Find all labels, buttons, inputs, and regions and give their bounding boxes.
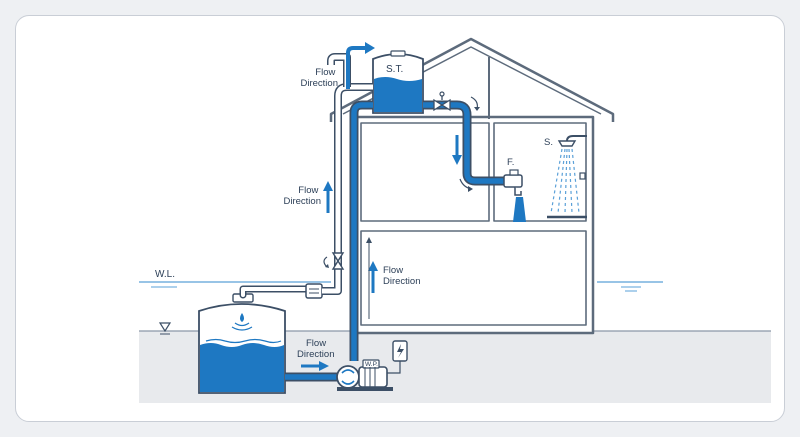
house-room-upper-right bbox=[493, 122, 587, 222]
valve-distribution bbox=[433, 91, 451, 112]
house-roof bbox=[329, 37, 615, 122]
flow-label-lower-room: Flow Direction bbox=[383, 265, 421, 287]
faucet-water-stream bbox=[513, 197, 526, 222]
shower bbox=[547, 135, 587, 219]
flow-label-pump-inlet: Flow Direction bbox=[297, 338, 335, 360]
thin-flow-line bbox=[366, 237, 372, 319]
lightning-icon bbox=[397, 344, 404, 358]
storage-tank-label: S.T. bbox=[386, 64, 403, 75]
house bbox=[329, 37, 615, 335]
flow-arrow-down-icon bbox=[452, 135, 462, 165]
flow-label-supply-top: Flow Direction bbox=[301, 67, 339, 89]
flow-arrow-up-icon bbox=[323, 181, 333, 213]
shower-label: S. bbox=[544, 137, 553, 148]
shower-head-icon bbox=[557, 140, 577, 147]
flow-label-supply-mid: Flow Direction bbox=[284, 185, 322, 207]
water-level-label: W.L. bbox=[155, 269, 175, 280]
water-pump-label: W.P. bbox=[365, 361, 378, 368]
valve-supply bbox=[331, 252, 345, 270]
diagram-frame: W.L. S.T. bbox=[15, 15, 785, 422]
water-drop-icon bbox=[240, 313, 244, 322]
water-pump bbox=[336, 359, 393, 391]
ground-level-marker bbox=[158, 322, 172, 333]
distribution-pipe bbox=[423, 100, 505, 186]
rotate-icon bbox=[341, 369, 355, 385]
pump-riser-pipe bbox=[349, 100, 373, 361]
underground-tank bbox=[198, 293, 286, 394]
faucet bbox=[503, 169, 526, 222]
flow-arrow-supply-top bbox=[346, 42, 375, 89]
faucet-label: F. bbox=[507, 157, 514, 168]
flow-arrow-right-icon bbox=[301, 361, 329, 371]
flow-arrow-up-icon bbox=[368, 261, 378, 293]
storage-tank bbox=[372, 50, 424, 114]
water-supply-diagram: W.L. S.T. bbox=[139, 37, 771, 403]
water-level-line bbox=[139, 281, 663, 292]
power-supply bbox=[387, 340, 408, 374]
house-room-lower bbox=[360, 230, 587, 326]
filter bbox=[305, 283, 323, 299]
